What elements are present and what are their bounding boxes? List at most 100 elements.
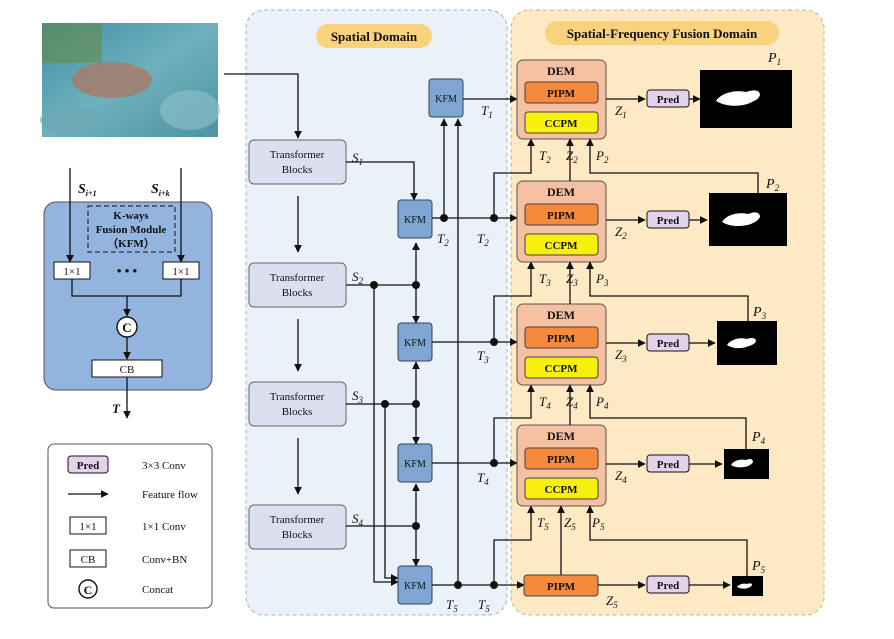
svg-text:Pred: Pred — [657, 94, 679, 106]
legend-pred-symbol: Pred — [77, 460, 99, 472]
input-image — [40, 23, 220, 137]
svg-text:Pred: Pred — [657, 580, 679, 592]
s2-label: S2 — [352, 269, 364, 286]
inset-concat-symbol: C — [122, 320, 131, 335]
spatial-domain-tag — [316, 24, 432, 48]
legend-cb-swatch — [69, 549, 107, 568]
svg-text:Pred: Pred — [657, 459, 679, 471]
transformer-block-2: Transformer Blocks — [248, 262, 347, 308]
inset-output-label: T — [112, 401, 121, 416]
kfm-inset-title-1: K-ways — [113, 210, 149, 222]
legend-pred-swatch — [67, 455, 109, 474]
kfm-box-3: KFM — [397, 322, 433, 362]
legend-conv-swatch — [69, 516, 107, 535]
t1-label: T1 — [481, 103, 493, 120]
inset-input-left: Si+1 — [78, 182, 97, 198]
s3-label: S3 — [352, 388, 364, 405]
p3-feed-label: P3 — [595, 271, 609, 288]
svg-text:Pred: Pred — [657, 338, 679, 350]
z2-feed-label: Z2 — [566, 148, 578, 165]
svg-text:Blocks: Blocks — [282, 287, 313, 299]
legend-arrow-desc: Feature flow — [142, 489, 198, 501]
z5-label: Z5 — [606, 593, 618, 610]
z3-feed-label: Z3 — [566, 271, 578, 288]
dem-block-1: DEM PIPM CCPM — [516, 59, 607, 140]
svg-text:KFM: KFM — [404, 338, 426, 349]
p1-label: P1 — [767, 51, 781, 67]
dem-block-3: DEM PIPM CCPM — [516, 303, 607, 386]
p4-label: P4 — [751, 430, 766, 446]
svg-text:PIPM: PIPM — [547, 333, 576, 345]
p2-label: P2 — [765, 177, 780, 193]
legend-concat-desc: Concat — [142, 584, 173, 596]
svg-text:KFM: KFM — [404, 581, 426, 592]
p3-label: P3 — [752, 305, 767, 321]
legend-concat-swatch — [78, 579, 98, 599]
svg-text:Blocks: Blocks — [282, 406, 313, 418]
kfm-box-4: KFM — [397, 443, 433, 483]
svg-text:KFM: KFM — [404, 459, 426, 470]
svg-text:CCPM: CCPM — [545, 484, 579, 496]
s4-label: S4 — [352, 511, 364, 528]
dem-block-4: DEM PIPM CCPM — [516, 424, 607, 507]
svg-text:PIPM: PIPM — [547, 210, 576, 222]
inset-conv-left-label: 1×1 — [63, 266, 80, 278]
kfm-box-2: KFM — [397, 199, 433, 239]
svg-text:Transformer: Transformer — [270, 514, 325, 526]
t5-label-left: T5 — [446, 597, 458, 614]
svg-text:DEM: DEM — [547, 429, 575, 443]
dem-block-2: DEM PIPM CCPM — [516, 180, 607, 263]
kfm-box-5: KFM — [397, 565, 433, 605]
inset-dots: • • • — [117, 263, 138, 278]
svg-text:Pred: Pred — [657, 215, 679, 227]
transformer-block-3: Transformer Blocks — [248, 381, 347, 427]
t2-label-right: T2 — [477, 231, 489, 248]
z5-feed-label: Z5 — [564, 515, 576, 532]
legend-concat-symbol: C — [84, 583, 93, 597]
svg-text:Blocks: Blocks — [282, 529, 313, 541]
legend-pred-desc: 3×3 Conv — [142, 460, 186, 472]
pred-row-3: Pred — [606, 321, 777, 365]
p5-label: P5 — [751, 559, 766, 575]
svg-text:PIPM: PIPM — [547, 581, 576, 593]
svg-text:CCPM: CCPM — [545, 363, 579, 375]
legend-conv-desc: 1×1 Conv — [142, 521, 186, 533]
spatial-domain-title: Spatial Domain — [331, 29, 418, 44]
z2-label: Z2 — [615, 224, 627, 241]
svg-text:Transformer: Transformer — [270, 391, 325, 403]
svg-text:DEM: DEM — [547, 185, 575, 199]
svg-text:PIPM: PIPM — [547, 454, 576, 466]
svg-text:Transformer: Transformer — [270, 149, 325, 161]
pred-row-4: Pred — [606, 449, 769, 479]
svg-text:PIPM: PIPM — [547, 88, 576, 100]
t4-label: T4 — [477, 470, 489, 487]
kfm-inset-label-box — [87, 205, 176, 253]
svg-text:Transformer: Transformer — [270, 272, 325, 284]
svg-text:DEM: DEM — [547, 64, 575, 78]
p5-feed-label: P5 — [591, 515, 605, 532]
inset-input-right: Si+k — [151, 182, 170, 198]
t2-feed-label: T2 — [539, 148, 551, 165]
pipm-block-5: PIPM — [523, 574, 599, 597]
svg-text:KFM: KFM — [404, 215, 426, 226]
z3-label: Z3 — [615, 347, 627, 364]
svg-text:CCPM: CCPM — [545, 118, 579, 130]
t3-feed-label: T3 — [539, 271, 551, 288]
legend-cb-symbol: CB — [81, 554, 96, 566]
legend-cb-desc: Conv+BN — [142, 554, 187, 566]
p4-feed-label: P4 — [595, 394, 609, 411]
t2-label-left: T2 — [437, 231, 449, 248]
t5-feed-label: T5 — [537, 515, 549, 532]
kfm-box-1: KFM — [428, 78, 464, 118]
legend-conv-symbol: 1×1 — [79, 521, 96, 533]
kfm-inset-title-3: （KFM） — [107, 237, 155, 250]
svg-text:Blocks: Blocks — [282, 164, 313, 176]
fusion-domain-tag — [545, 21, 779, 45]
z4-feed-label: Z4 — [566, 394, 578, 411]
pred-row-5: Pred — [598, 575, 763, 596]
svg-text:KFM: KFM — [435, 94, 457, 105]
z1-label: Z1 — [615, 103, 627, 120]
transformer-block-1: Transformer Blocks — [248, 139, 347, 185]
pred-row-2: Pred — [606, 193, 787, 246]
